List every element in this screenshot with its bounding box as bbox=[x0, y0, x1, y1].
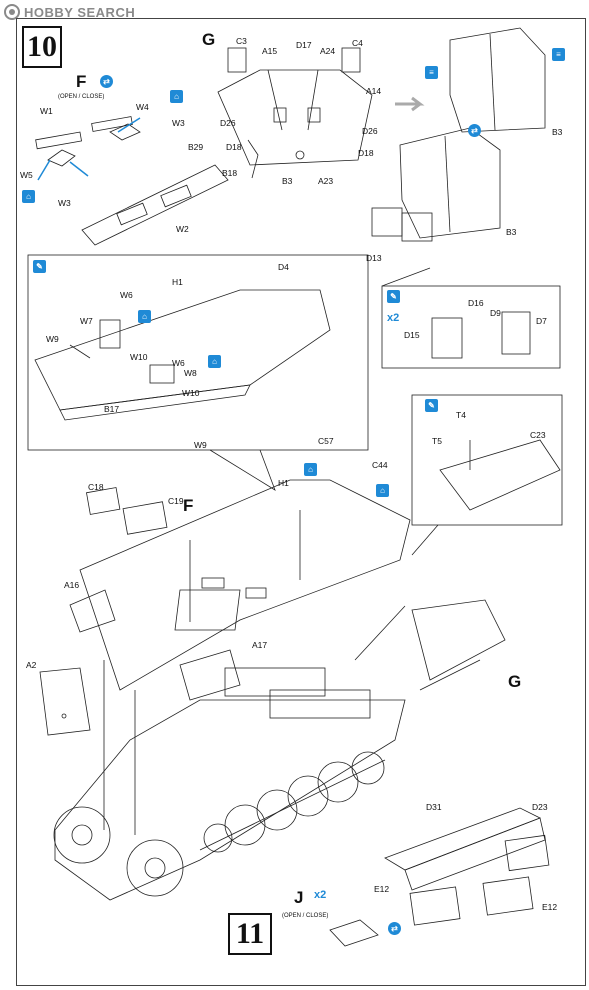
part-label-D31: D31 bbox=[426, 802, 442, 812]
part-label-D26: D26 bbox=[220, 118, 236, 128]
part-label-D7: D7 bbox=[536, 316, 547, 326]
open-close-caption-F: (OPEN / CLOSE) bbox=[58, 94, 105, 100]
open-close-icon: ⇄ bbox=[388, 922, 401, 935]
logo-text: HOBBY SEARCH bbox=[24, 4, 136, 20]
subassembly-G-label: G bbox=[202, 30, 216, 49]
part-label-T5: T5 bbox=[432, 436, 442, 446]
assembly-arrows bbox=[103, 510, 481, 835]
part-label-B3: B3 bbox=[282, 176, 293, 186]
part-label-B18: B18 bbox=[222, 168, 238, 178]
part-label-W9: W9 bbox=[46, 334, 59, 344]
part-label-D18: D18 bbox=[358, 148, 374, 158]
rear-panel-callout bbox=[411, 394, 563, 556]
interior-detail-box bbox=[27, 254, 369, 451]
part-label-C4: C4 bbox=[352, 38, 363, 48]
part-label-T4: T4 bbox=[456, 410, 466, 420]
part-label-A17: A17 bbox=[252, 640, 268, 650]
part-label-D18: D18 bbox=[226, 142, 242, 152]
part-label-E12: E12 bbox=[542, 902, 558, 912]
cement-icon: ⌂ bbox=[304, 463, 317, 476]
interior-lockers-drawing bbox=[224, 599, 506, 719]
part-label-W3: W3 bbox=[58, 198, 71, 208]
drill-icon: ✎ bbox=[33, 260, 46, 273]
part-label-A2: A2 bbox=[26, 660, 37, 670]
part-label-D9: D9 bbox=[490, 308, 501, 318]
part-label-D23: D23 bbox=[532, 802, 548, 812]
part-label-D15: D15 bbox=[404, 330, 420, 340]
open-close-caption-J: (OPEN / CLOSE) bbox=[282, 913, 329, 919]
hatch-parts-drawing bbox=[35, 116, 229, 246]
side-panels-drawing bbox=[329, 807, 550, 947]
part-label-D17: D17 bbox=[296, 40, 312, 50]
part-label-A15: A15 bbox=[262, 46, 278, 56]
subassembly-F-reference: F bbox=[183, 496, 194, 515]
part-label-D4: D4 bbox=[278, 262, 289, 272]
part-label-D26: D26 bbox=[362, 126, 378, 136]
seat-frame-drawing bbox=[217, 47, 373, 179]
part-label-C3: C3 bbox=[236, 36, 247, 46]
part-label-A14: A14 bbox=[366, 86, 382, 96]
subassembly-J-label: J bbox=[294, 888, 304, 907]
part-label-W9: W9 bbox=[194, 440, 207, 450]
cement-icon: ⌂ bbox=[208, 355, 221, 368]
part-label-D16: D16 bbox=[468, 298, 484, 308]
part-label-W2: W2 bbox=[176, 224, 189, 234]
subassembly-F-label: F bbox=[76, 72, 87, 91]
part-label-C23: C23 bbox=[530, 430, 546, 440]
drill-icon: ✎ bbox=[387, 290, 400, 303]
part-label-C44: C44 bbox=[372, 460, 388, 470]
part-label-W10: W10 bbox=[130, 352, 148, 362]
part-label-W6: W6 bbox=[120, 290, 133, 300]
upper-hull-drawing bbox=[39, 479, 411, 736]
lower-hull-drawing bbox=[53, 699, 406, 901]
part-label-D13: D13 bbox=[366, 253, 382, 263]
part-label-E12: E12 bbox=[374, 884, 390, 894]
storage-box-drawing bbox=[371, 27, 546, 242]
step-number-11: 11 bbox=[228, 913, 272, 955]
open-close-icon: ⇄ bbox=[100, 75, 113, 88]
part-label-B3: B3 bbox=[552, 127, 563, 137]
paint-icon: ≡ bbox=[425, 66, 438, 79]
multiplier-x2-J: x2 bbox=[314, 889, 327, 901]
part-label-W10: W10 bbox=[182, 388, 200, 398]
multiplier-x2-jerry-can: x2 bbox=[387, 312, 400, 324]
watermark-header: HOBBY SEARCH bbox=[4, 2, 135, 22]
part-label-A24: A24 bbox=[320, 46, 336, 56]
part-label-C18: C18 bbox=[88, 482, 104, 492]
cement-icon: ⌂ bbox=[22, 190, 35, 203]
logo-icon bbox=[4, 4, 20, 20]
part-label-H1: H1 bbox=[278, 478, 289, 488]
part-label-B3: B3 bbox=[506, 227, 517, 237]
paint-icon: ≡ bbox=[552, 48, 565, 61]
cement-icon: ⌂ bbox=[138, 310, 151, 323]
cement-icon: ⌂ bbox=[376, 484, 389, 497]
subassembly-G-reference: G bbox=[508, 672, 522, 691]
part-label-W4: W4 bbox=[136, 102, 149, 112]
open-close-icon: ⇄ bbox=[468, 124, 481, 137]
detail-pointer bbox=[209, 449, 276, 491]
jerry-can-callout bbox=[381, 267, 561, 369]
part-label-B17: B17 bbox=[104, 404, 120, 414]
part-label-W8: W8 bbox=[184, 368, 197, 378]
step-number-10: 10 bbox=[22, 26, 62, 68]
part-label-C19: C19 bbox=[168, 496, 184, 506]
part-label-W7: W7 bbox=[80, 316, 93, 326]
instruction-sheet bbox=[16, 18, 586, 986]
part-label-B29: B29 bbox=[188, 142, 204, 152]
part-label-C57: C57 bbox=[318, 436, 334, 446]
part-label-A23: A23 bbox=[318, 176, 334, 186]
part-label-W6: W6 bbox=[172, 358, 185, 368]
drill-icon: ✎ bbox=[425, 399, 438, 412]
part-label-H1: H1 bbox=[172, 277, 183, 287]
part-label-W3: W3 bbox=[172, 118, 185, 128]
cement-icon: ⌂ bbox=[170, 90, 183, 103]
part-label-A16: A16 bbox=[64, 580, 80, 590]
part-label-W1: W1 bbox=[40, 106, 53, 116]
part-label-W5: W5 bbox=[20, 170, 33, 180]
